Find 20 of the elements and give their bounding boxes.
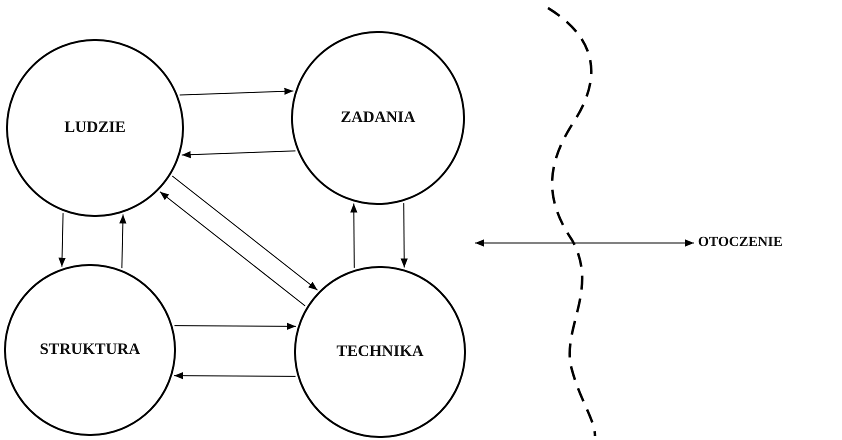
node-label: ZADANIA xyxy=(340,109,416,127)
arrow xyxy=(174,322,296,330)
node-label: STRUKTURA xyxy=(40,341,140,359)
node-label: LUDZIE xyxy=(64,119,126,137)
arrow xyxy=(159,191,306,306)
circle-node xyxy=(6,39,184,217)
arrow xyxy=(181,150,296,158)
arrow xyxy=(474,239,694,247)
arrow xyxy=(58,212,66,268)
arrow xyxy=(172,176,318,291)
arrow xyxy=(119,214,126,269)
circle-node xyxy=(294,266,466,438)
node-label: TECHNIKA xyxy=(336,343,424,361)
arrow xyxy=(350,203,358,268)
environment-label: OTOCZENIE xyxy=(698,233,783,253)
circle-node xyxy=(291,31,465,205)
circle-node xyxy=(4,264,176,436)
arrow xyxy=(174,372,296,380)
arrow xyxy=(179,88,294,96)
arrow xyxy=(400,202,408,268)
